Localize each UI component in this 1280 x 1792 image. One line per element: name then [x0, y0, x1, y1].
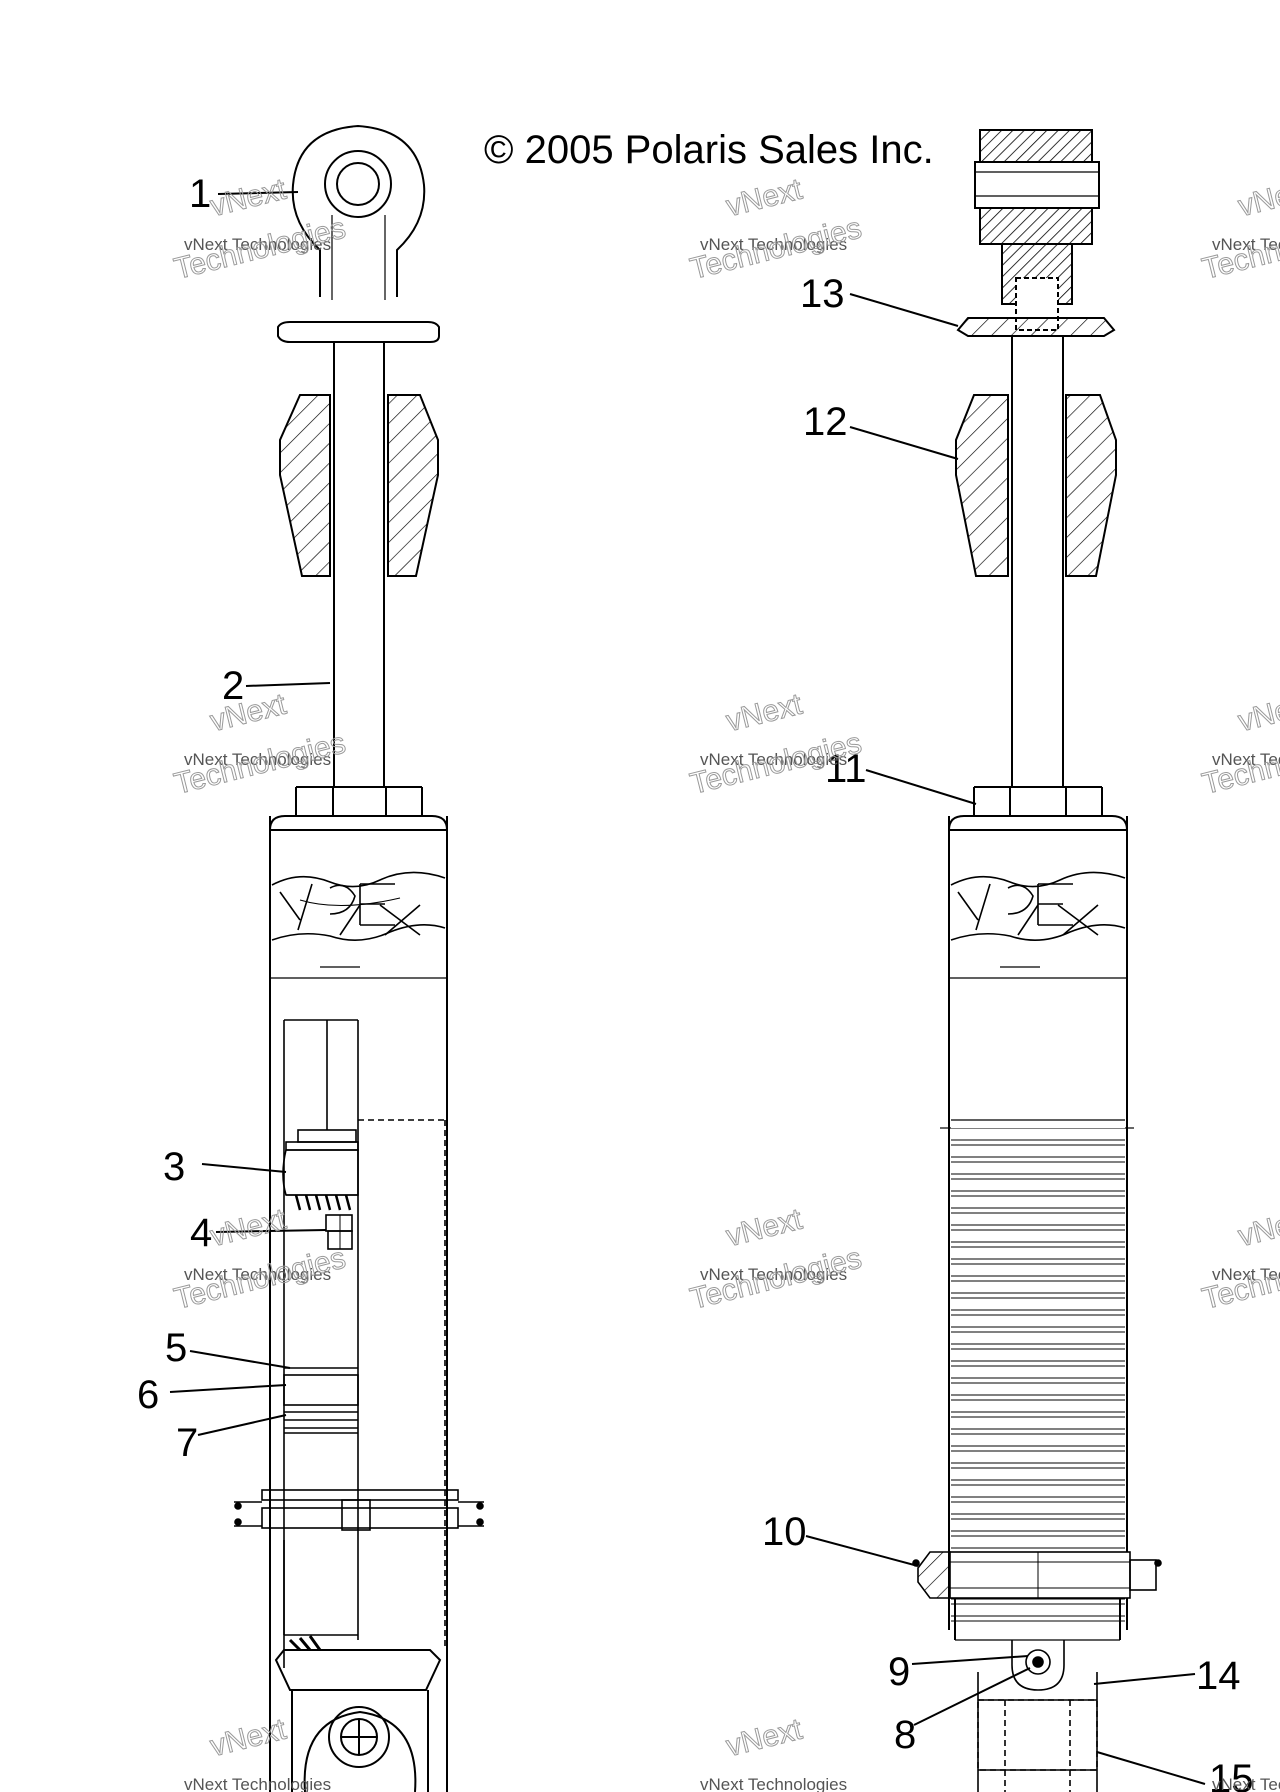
svg-text:vNext: vNext — [723, 1713, 806, 1764]
callout-13: 13 — [800, 272, 845, 316]
callout-9: 9 — [888, 1650, 910, 1694]
callout-14: 14 — [1196, 1654, 1241, 1698]
svg-text:vNext Technologies: vNext Technologies — [700, 750, 847, 769]
watermark-6: vNext vNext Technologies Technologies — [1198, 687, 1280, 801]
svg-text:vNext Technologies: vNext Technologies — [700, 235, 847, 254]
top-flange — [277, 321, 440, 343]
top-eyelet — [291, 124, 426, 300]
watermark-12: vNext Technologies — [1212, 1775, 1280, 1792]
right-shaft — [1011, 336, 1064, 787]
callout-7: 7 — [176, 1421, 198, 1465]
svg-text:vNext Technologies: vNext Technologies — [1212, 235, 1280, 254]
svg-text:vNext Technologies: vNext Technologies — [1212, 1775, 1280, 1792]
ribbed-sleeve — [940, 1119, 1134, 1628]
bottom-eyelet — [274, 1649, 442, 1792]
inner-cutaway — [283, 1019, 446, 1668]
callout-3: 3 — [163, 1145, 185, 1189]
watermark-7: vNext vNext Technologies Technologies — [170, 1202, 349, 1316]
svg-text:vNext: vNext — [207, 173, 290, 224]
callout-8: 8 — [894, 1713, 916, 1757]
spring-collar — [234, 1489, 484, 1531]
callout-4: 4 — [190, 1211, 212, 1255]
callout-5: 5 — [165, 1326, 187, 1370]
top-bushing — [974, 129, 1100, 331]
svg-text:Technologies: Technologies — [171, 727, 349, 801]
copyright-notice: © 2005 Polaris Sales Inc. — [484, 128, 934, 172]
svg-text:vNext Technologies: vNext Technologies — [184, 750, 331, 769]
svg-text:vNext Technologies: vNext Technologies — [184, 1265, 331, 1284]
svg-text:vNext Technologies: vNext Technologies — [184, 1775, 331, 1792]
right-lower-body — [954, 1598, 1121, 1641]
lower-body — [283, 1540, 358, 1652]
svg-text:Technologies: Technologies — [171, 212, 349, 286]
piston-nut — [325, 1214, 353, 1250]
watermark-9: vNext vNext Technologies Technologies — [1198, 1202, 1280, 1316]
left-shock-assembly — [234, 124, 484, 1792]
svg-text:vNext: vNext — [1235, 1203, 1280, 1254]
watermark-11: vNext vNext Technologies — [700, 1712, 847, 1792]
ryde-fx-logo — [271, 871, 446, 941]
callout-11: 11 — [825, 747, 867, 791]
leader-lines — [169, 191, 1206, 1785]
svg-text:vNext Technologies: vNext Technologies — [700, 1775, 847, 1792]
svg-text:vNext Technologies: vNext Technologies — [1212, 750, 1280, 769]
svg-text:vNext: vNext — [1235, 173, 1280, 224]
watermark-8: vNext vNext Technologies Technologies — [686, 1202, 865, 1316]
right-shaft-nut — [973, 786, 1103, 816]
piston — [282, 1129, 359, 1211]
shaft-nut — [295, 786, 423, 816]
callout-6: 6 — [137, 1373, 159, 1417]
right-shock-body — [948, 816, 1128, 1630]
svg-text:vNext Technologies: vNext Technologies — [1212, 1265, 1280, 1284]
spring-adjuster — [912, 1551, 1162, 1599]
callout-15: 15 — [1209, 1757, 1254, 1792]
callout-1: 1 — [189, 172, 211, 216]
svg-text:vNext: vNext — [723, 173, 806, 224]
svg-text:vNext: vNext — [207, 688, 290, 739]
svg-text:vNext: vNext — [723, 1203, 806, 1254]
callout-numbers: 1 2 3 4 5 6 7 8 9 10 11 12 13 14 15 — [137, 172, 1254, 1792]
shaft — [333, 342, 385, 787]
shock-body — [269, 816, 448, 1792]
watermark-3: vNext vNext Technologies Technologies — [1198, 172, 1280, 286]
bump-stop — [279, 394, 439, 577]
floating-piston — [283, 1367, 359, 1434]
callout-12: 12 — [803, 400, 848, 444]
right-bottom-eyelet — [977, 1640, 1098, 1792]
svg-text:vNext: vNext — [1235, 688, 1280, 739]
top-washer — [956, 317, 1116, 337]
right-shock-assembly — [912, 129, 1162, 1792]
svg-text:vNext Technologies: vNext Technologies — [184, 235, 331, 254]
right-ryde-fx-logo — [950, 871, 1126, 941]
svg-text:vNext Technologies: vNext Technologies — [700, 1265, 847, 1284]
svg-text:vNext: vNext — [723, 688, 806, 739]
watermark-1: vNext vNext Technologies Technologies — [170, 172, 349, 286]
svg-text:vNext: vNext — [207, 1713, 290, 1764]
callout-10: 10 — [762, 1510, 807, 1554]
right-bump-stop — [955, 394, 1117, 577]
svg-text:vNext: vNext — [207, 1203, 290, 1254]
svg-text:Technologies: Technologies — [687, 1242, 865, 1316]
callout-2: 2 — [222, 664, 244, 708]
